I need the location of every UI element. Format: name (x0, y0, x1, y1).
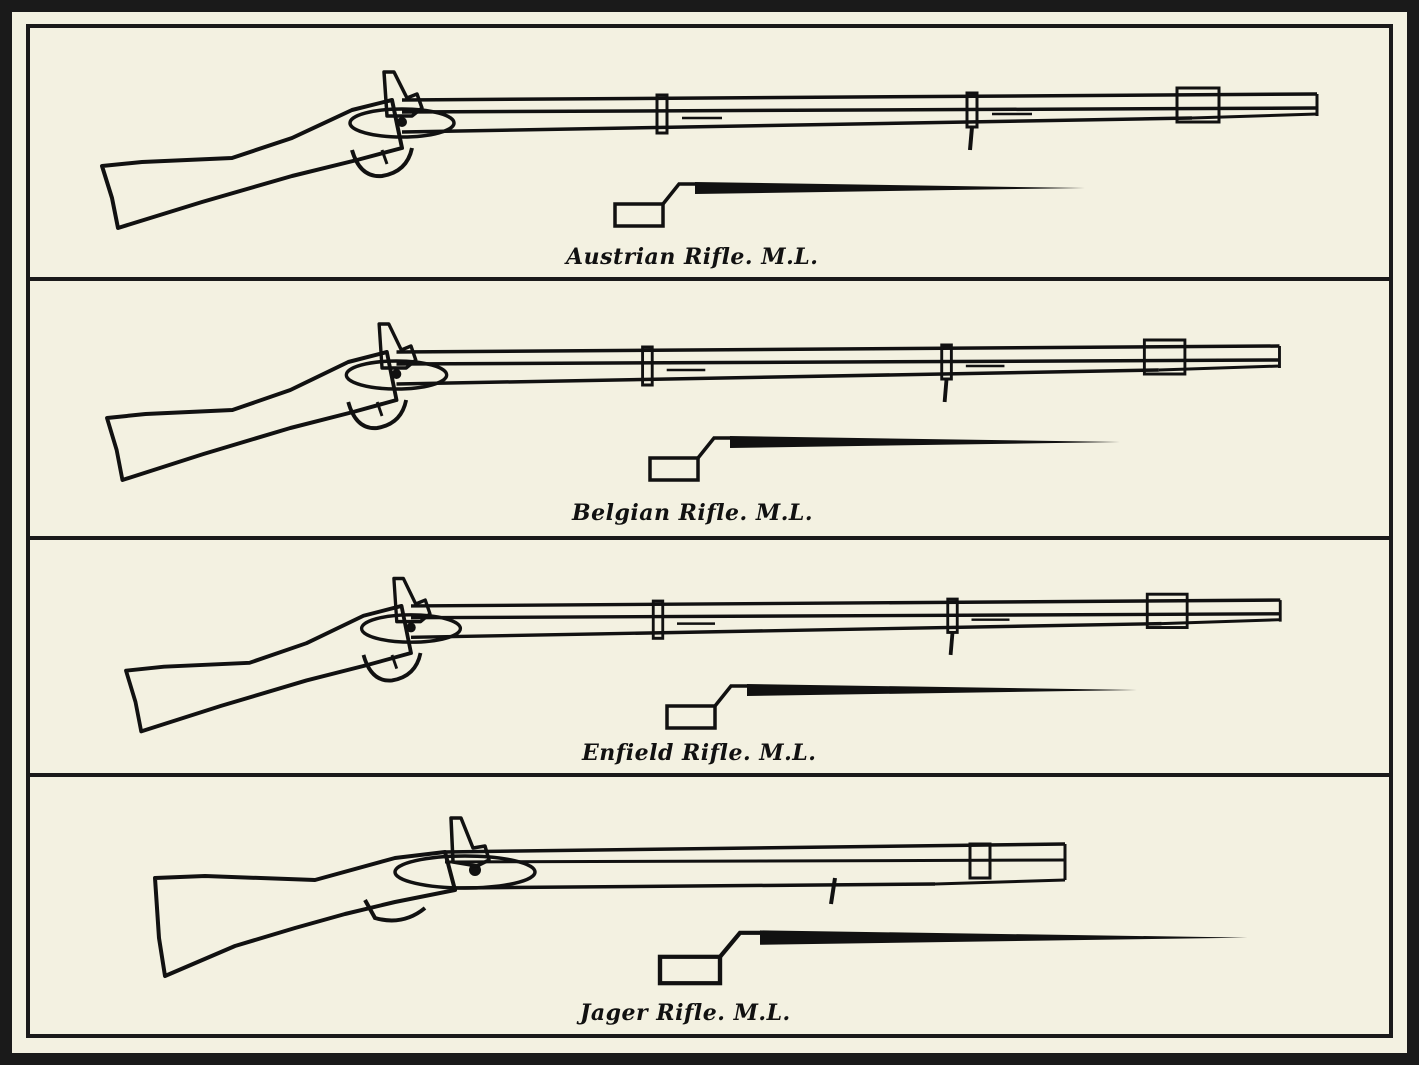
inner-frame (26, 24, 1393, 1038)
belgian-rifle-label: Belgian Rifle. M.L. (572, 500, 814, 526)
austrian-bayonet-drawing (613, 180, 1087, 228)
austrian-rifle-label: Austrian Rifle. M.L. (566, 244, 819, 270)
jager-rifle-label: Jager Rifle. M.L. (580, 1000, 791, 1026)
belgian-bayonet-drawing (648, 434, 1122, 482)
enfield-rifle-label: Enfield Rifle. M.L. (582, 740, 817, 766)
enfield-bayonet-drawing (665, 682, 1139, 730)
jager-bayonet-drawing (660, 930, 1248, 983)
austrian-rifle-drawing (100, 70, 1319, 230)
enfield-rifle-drawing (124, 576, 1283, 734)
jager-rifle-drawing (153, 816, 1067, 978)
